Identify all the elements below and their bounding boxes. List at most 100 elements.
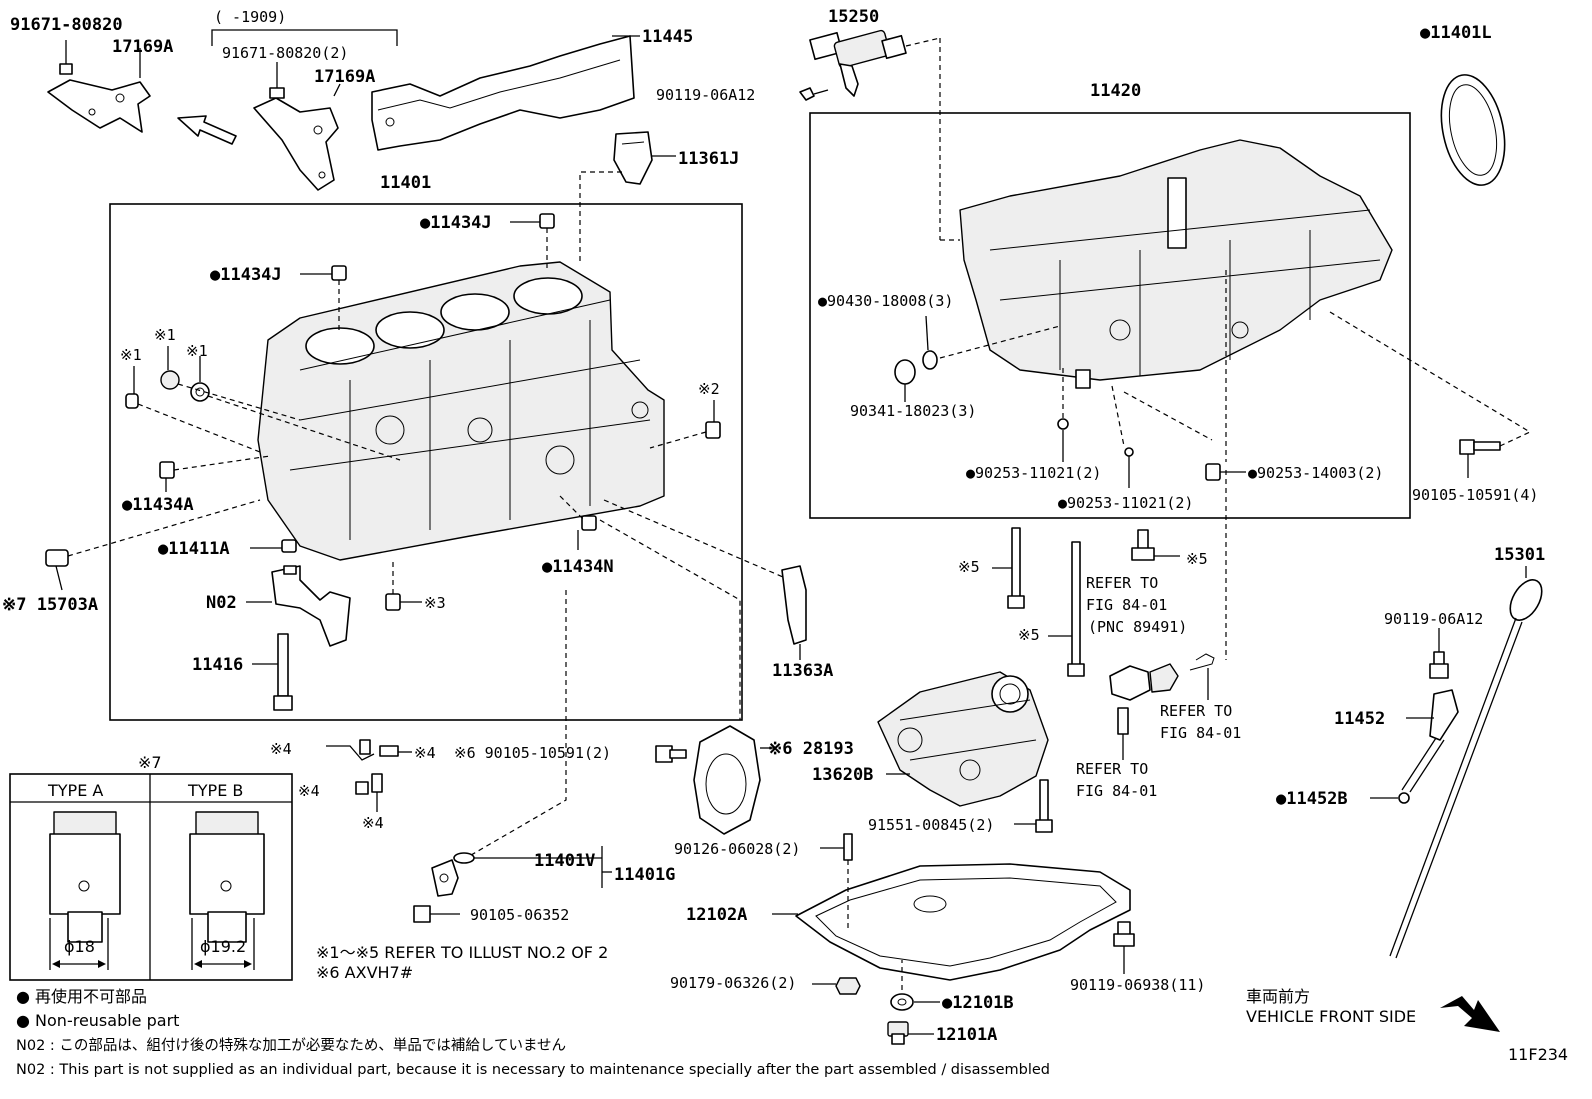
label-91671-80820-a: 91671-80820 (10, 15, 123, 35)
label-refer3-a: REFER TO (1076, 760, 1148, 778)
oil-seal-11401l (1440, 74, 1506, 186)
label-12101a: 12101A (936, 1025, 997, 1045)
vehicle-front-en: VEHICLE FRONT SIDE (1246, 1007, 1416, 1026)
o-ring-11452b (1398, 792, 1410, 804)
dowel-x2 (705, 421, 721, 439)
bolt-90119-06a12-b (1429, 651, 1449, 679)
bolt-90105-10591-4 (1459, 439, 1501, 455)
type-box-note: ※7 (138, 753, 162, 772)
label-13620b: 13620B (812, 765, 873, 785)
cover-11445 (371, 35, 635, 151)
label-x5-b: ※5 (1186, 550, 1208, 568)
label-90105-10591-2: ※6 90105-10591(2) (454, 744, 611, 762)
bolt-90119-06938 (1113, 921, 1135, 947)
plug-type-a (49, 811, 121, 943)
dowel-11411a (281, 539, 297, 553)
label-17169a-b: 17169A (314, 67, 375, 87)
label-11416: 11416 (192, 655, 243, 675)
drain-plug-12101a (887, 1021, 909, 1045)
label-11434n: ●11434N (542, 557, 614, 577)
gasket-28193 (693, 725, 761, 835)
label-91671-80820-b: 91671-80820(2) (222, 44, 348, 62)
gasket-12101b (890, 993, 914, 1011)
part-11361j (613, 131, 653, 185)
bolt-90105-10591-2 (655, 745, 687, 763)
plug-15703a (45, 499, 261, 591)
bolt-11416 (273, 633, 293, 711)
bolt-91551 (1035, 779, 1053, 833)
bolt-91671-80820-b (269, 62, 285, 99)
label-x1-a: ※1 (120, 346, 142, 364)
nonreusable-note-en: ● Non-reusable part (16, 1011, 179, 1030)
bracket-17169a-left (47, 79, 151, 133)
nut-x1-b (160, 370, 180, 390)
washer-x1-c (190, 382, 210, 402)
plate-11401g (431, 859, 459, 897)
label-range: ( -1909) (214, 8, 286, 26)
dipstick-15301 (1389, 579, 1543, 959)
label-11434j-a: ●11434J (420, 213, 492, 233)
label-15703a: ※7 15703A (2, 595, 98, 615)
label-refer1-a: REFER TO (1086, 574, 1158, 592)
type-a-label: TYPE A (47, 781, 103, 800)
label-11401g: 11401G (614, 865, 675, 885)
label-x4-b: ※4 (414, 744, 436, 762)
bearing-cap-n02 (271, 565, 351, 647)
label-11401: 11401 (380, 173, 431, 193)
label-refer3-b: FIG 84-01 (1076, 782, 1157, 800)
dowel-11434j-a (539, 213, 555, 229)
bolt-x4-c (371, 773, 383, 793)
part-11363a (781, 565, 807, 645)
plug-type-b (189, 811, 265, 943)
type-a-dimension: ϕ18 (64, 937, 95, 956)
label-x2: ※2 (698, 380, 720, 398)
dowel-90253-14003 (1205, 463, 1221, 481)
label-91551: 91551-00845(2) (868, 816, 994, 834)
n02-note-jp: N02 : この部品は、組付け後の特殊な加工が必要なため、単品では補給していませ… (16, 1037, 566, 1054)
label-x1-c: ※1 (186, 342, 208, 360)
bolt-x5-a (1007, 527, 1025, 609)
n02-note-en: N02 : This part is not supplied as an in… (16, 1062, 1050, 1078)
label-90253-14003: ●90253-14003(2) (1248, 464, 1383, 482)
label-90105-10591-4: 90105-10591(4) (1412, 486, 1538, 504)
type-b-label: TYPE B (187, 781, 243, 800)
refer-illust-note: ※1～※5 REFER TO ILLUST NO.2 OF 2 (316, 943, 608, 962)
cylinder-block-frame (109, 203, 743, 721)
figure-code: 11F234 (1508, 1045, 1568, 1064)
vehicle-front-arrow-icon (1440, 996, 1500, 1032)
label-x1-b: ※1 (154, 326, 176, 344)
label-11452: 11452 (1334, 709, 1385, 729)
label-11452b: ●11452B (1276, 789, 1348, 809)
type-box-frame (9, 773, 293, 981)
label-x3: ※3 (424, 594, 446, 612)
crankcase-11420 (959, 139, 1393, 389)
label-17169a-a: 17169A (112, 37, 173, 57)
label-11445: 11445 (642, 27, 693, 47)
label-90119-06938: 90119-06938(11) (1070, 976, 1205, 994)
seal-11401v (453, 852, 475, 864)
guide-11452 (1401, 689, 1459, 793)
dowel-11434n (581, 515, 597, 531)
label-refer2-a: REFER TO (1160, 702, 1232, 720)
bolt-x4-b (355, 781, 369, 795)
label-11420: 11420 (1090, 81, 1141, 101)
label-90253-11021-b: ●90253-11021(2) (1058, 494, 1193, 512)
label-15250: 15250 (828, 7, 879, 27)
dowel-11434j-b (331, 265, 347, 281)
label-11363a: 11363A (772, 661, 833, 681)
stiffening-crankcase-frame (809, 112, 1411, 519)
label-refer1-b: FIG 84-01 (1086, 596, 1167, 614)
label-11361j: 11361J (678, 149, 739, 169)
label-x4-d: ※4 (362, 814, 384, 832)
label-90119-06a12-b: 90119-06A12 (1384, 610, 1483, 628)
nonreusable-note-jp: ● 再使用不可部品 (16, 987, 147, 1006)
bolt-x4-a (379, 745, 399, 757)
label-11401l: ●11401L (1420, 23, 1492, 43)
label-90430: ●90430-18008(3) (818, 292, 953, 310)
dimension-arrow-b (191, 918, 255, 970)
x6-note: ※6 AXVH7# (316, 963, 413, 982)
pin-90253-11021-a (1057, 418, 1069, 430)
oil-pan-12102a (795, 863, 1131, 981)
label-15301: 15301 (1494, 545, 1545, 565)
label-28193: ※6 28193 (768, 739, 854, 759)
